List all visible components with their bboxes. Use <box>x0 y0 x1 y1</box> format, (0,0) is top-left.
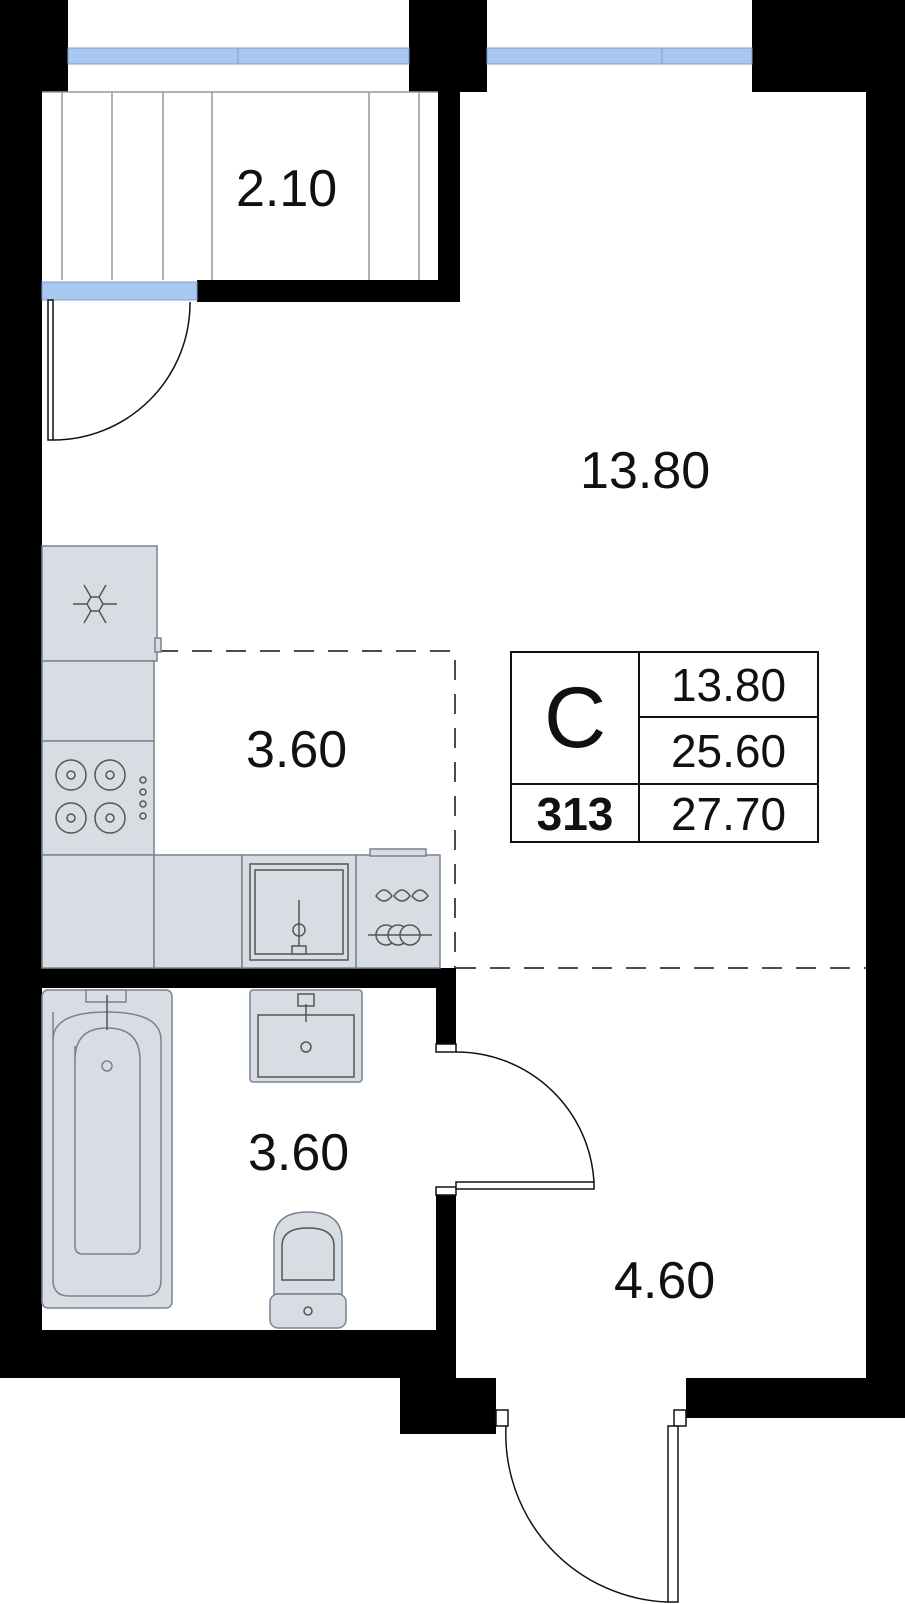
hob-burners <box>55 759 147 834</box>
bathroom-door <box>435 1043 595 1196</box>
bathroom-sink-drain <box>300 1041 312 1053</box>
balcony-door <box>47 299 191 441</box>
wall-bath-right-lower <box>436 1194 456 1334</box>
walls <box>0 0 905 1434</box>
counter-left-2 <box>41 854 155 969</box>
bathroom-door-leaf <box>455 1181 595 1190</box>
hob-unit <box>41 740 155 856</box>
hob-knob <box>139 812 147 820</box>
kitchen-sink <box>249 863 349 961</box>
bathroom-door-jamb <box>435 1186 457 1196</box>
burner-center <box>66 813 76 823</box>
entrance-jamb-left <box>495 1409 509 1427</box>
pier-top-middle <box>409 0 487 92</box>
pier-top-right <box>752 0 905 92</box>
bathtub <box>41 989 173 1309</box>
balcony-door-arc <box>52 301 191 441</box>
wall-balcony-bottom <box>197 280 460 302</box>
hob-knob <box>139 800 147 808</box>
bathroom-door-arc <box>455 1051 595 1183</box>
wall-balcony-right <box>438 92 460 302</box>
kitchen-zone-boundary <box>158 650 866 969</box>
wall-bath-right-upper <box>436 968 456 1048</box>
bathroom-sink <box>249 989 363 1083</box>
outer-wall-bottom-right <box>686 1378 905 1418</box>
bathtub-tap <box>85 989 127 1003</box>
bathtub-drain <box>101 1060 113 1072</box>
stove-unit <box>355 854 441 969</box>
entrance-door-leaf <box>667 1425 679 1603</box>
sink-drain <box>292 923 306 937</box>
burner-center <box>105 770 115 780</box>
hob-knob <box>139 788 147 796</box>
balcony-door-leaf <box>47 299 54 441</box>
hob-knob <box>139 776 147 784</box>
stove-details <box>368 889 432 946</box>
window-top-right <box>486 47 753 65</box>
living-area-value: 13.80 <box>640 653 817 718</box>
snowflake-core <box>86 596 104 612</box>
windows <box>41 47 753 301</box>
entrance-door <box>495 1409 687 1603</box>
bathtub-inner <box>74 1027 141 1255</box>
entrance-door-arc <box>505 1425 669 1603</box>
counter-corner <box>153 854 243 969</box>
sink-tap-base <box>291 945 307 955</box>
hall-area-label: 4.60 <box>614 1252 716 1310</box>
stove-knob <box>411 889 429 902</box>
toilet-flush <box>303 1306 313 1316</box>
outer-wall-left-top <box>0 0 68 92</box>
total-area-value: 27.70 <box>640 783 817 843</box>
living-room-area-label: 13.80 <box>580 442 711 500</box>
stove-back <box>369 848 427 857</box>
balcony-door-glass <box>41 281 198 301</box>
counter-left-1 <box>41 660 155 742</box>
toilet <box>269 1211 347 1329</box>
bathroom-area-label: 3.60 <box>248 1124 350 1182</box>
snowflake-icon <box>73 584 117 624</box>
toilet-seat <box>281 1227 335 1281</box>
kitchen-units <box>41 545 441 969</box>
stove-knob <box>393 889 411 902</box>
bathroom-door-jamb <box>435 1043 457 1053</box>
burner-center <box>66 770 76 780</box>
burner-center <box>105 813 115 823</box>
outer-wall-left <box>0 92 42 1378</box>
area-without-balcony-value: 25.60 <box>670 724 787 777</box>
apartment-number: 313 <box>512 783 640 843</box>
apartment-info-table: С 313 13.80 25.60 27.70 <box>510 651 819 843</box>
apartment-type: С <box>512 653 640 783</box>
balcony-decking <box>42 91 438 280</box>
entrance-jamb-right <box>673 1409 687 1427</box>
outer-wall-right <box>866 92 905 1418</box>
outer-wall-bottom-left <box>0 1330 456 1378</box>
sink-bowl-outer <box>249 863 349 961</box>
balcony-area-label: 2.10 <box>236 160 338 218</box>
stove-knob <box>375 889 393 902</box>
fridge-handle <box>154 637 162 653</box>
kitchen-area-label: 3.60 <box>246 721 348 779</box>
wall-bath-top <box>42 968 456 988</box>
outer-wall-bottom-pier-left <box>400 1378 496 1434</box>
